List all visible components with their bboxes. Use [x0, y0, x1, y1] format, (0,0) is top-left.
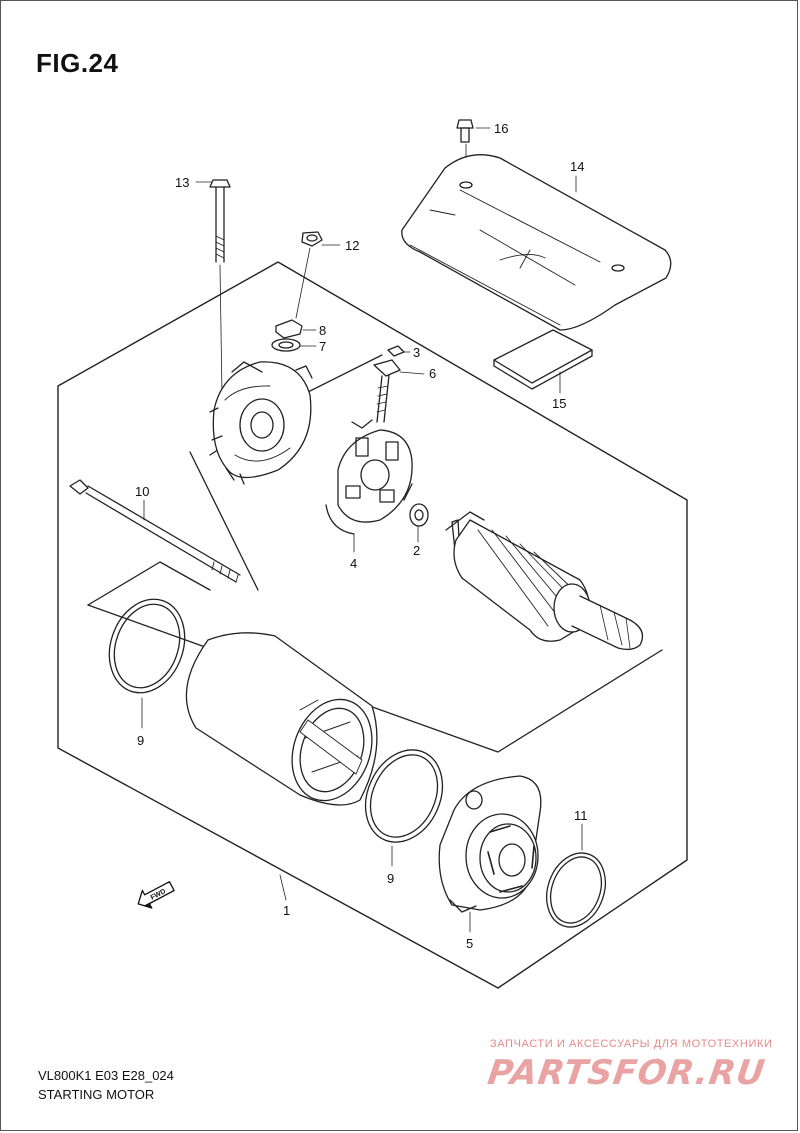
part-9-o-ring-right: [364, 749, 444, 867]
callout-7: 7: [319, 339, 326, 354]
section-title: STARTING MOTOR: [38, 1087, 155, 1102]
part-9-o-ring-left: [108, 598, 186, 729]
callout-16: 16: [494, 121, 508, 136]
callout-12: 12: [345, 238, 359, 253]
callout-numbers: 1 2 3 4 5 6 7 8 9 9 10 11 12 13 14 15 16: [135, 121, 588, 951]
callout-5: 5: [466, 936, 473, 951]
armature: [445, 511, 644, 651]
part-10-through-bolt: [69, 479, 241, 583]
figure-title: FIG.24: [36, 48, 119, 78]
yoke-case: [185, 632, 378, 806]
callout-3: 3: [413, 345, 420, 360]
callout-9-right: 9: [387, 871, 394, 886]
part-5-front-housing: [438, 775, 542, 933]
part-15-pad: [493, 329, 593, 394]
part-3-clip: [387, 345, 405, 357]
callout-6: 6: [429, 366, 436, 381]
callout-9-left: 9: [137, 733, 144, 748]
callout-15: 15: [552, 396, 566, 411]
callout-14: 14: [570, 159, 584, 174]
callout-11: 11: [574, 808, 588, 823]
callout-8: 8: [319, 323, 326, 338]
leader-12: [295, 247, 311, 319]
part-6-terminal: [373, 359, 401, 423]
part-11-o-ring: [546, 823, 606, 928]
watermark-tagline: ЗАПЧАСТИ И АКСЕССУАРЫ ДЛЯ МОТОТЕХНИКИ: [490, 1038, 773, 1050]
leader-lines: [195, 127, 577, 901]
part-13-bolt: [209, 179, 231, 396]
rear-housing: [209, 361, 313, 485]
part-14-cover: [401, 154, 672, 331]
fwd-direction-marker: FWD: [137, 881, 175, 909]
callout-13: 13: [175, 175, 189, 190]
part-2-washer: [409, 503, 429, 543]
callout-1: 1: [283, 903, 290, 918]
callout-2: 2: [413, 543, 420, 558]
callout-4: 4: [350, 556, 357, 571]
part-4-brush-holder: [325, 419, 413, 553]
part-7-washer: [271, 338, 301, 352]
model-code: VL800K1 E03 E28_024: [38, 1068, 174, 1083]
callout-10: 10: [135, 484, 149, 499]
part-16-bolt: [456, 119, 474, 176]
part-8-nut: [275, 319, 303, 339]
watermark-logo: PARTSFOR.RU: [485, 1053, 768, 1093]
part-12-nut: [301, 231, 323, 247]
